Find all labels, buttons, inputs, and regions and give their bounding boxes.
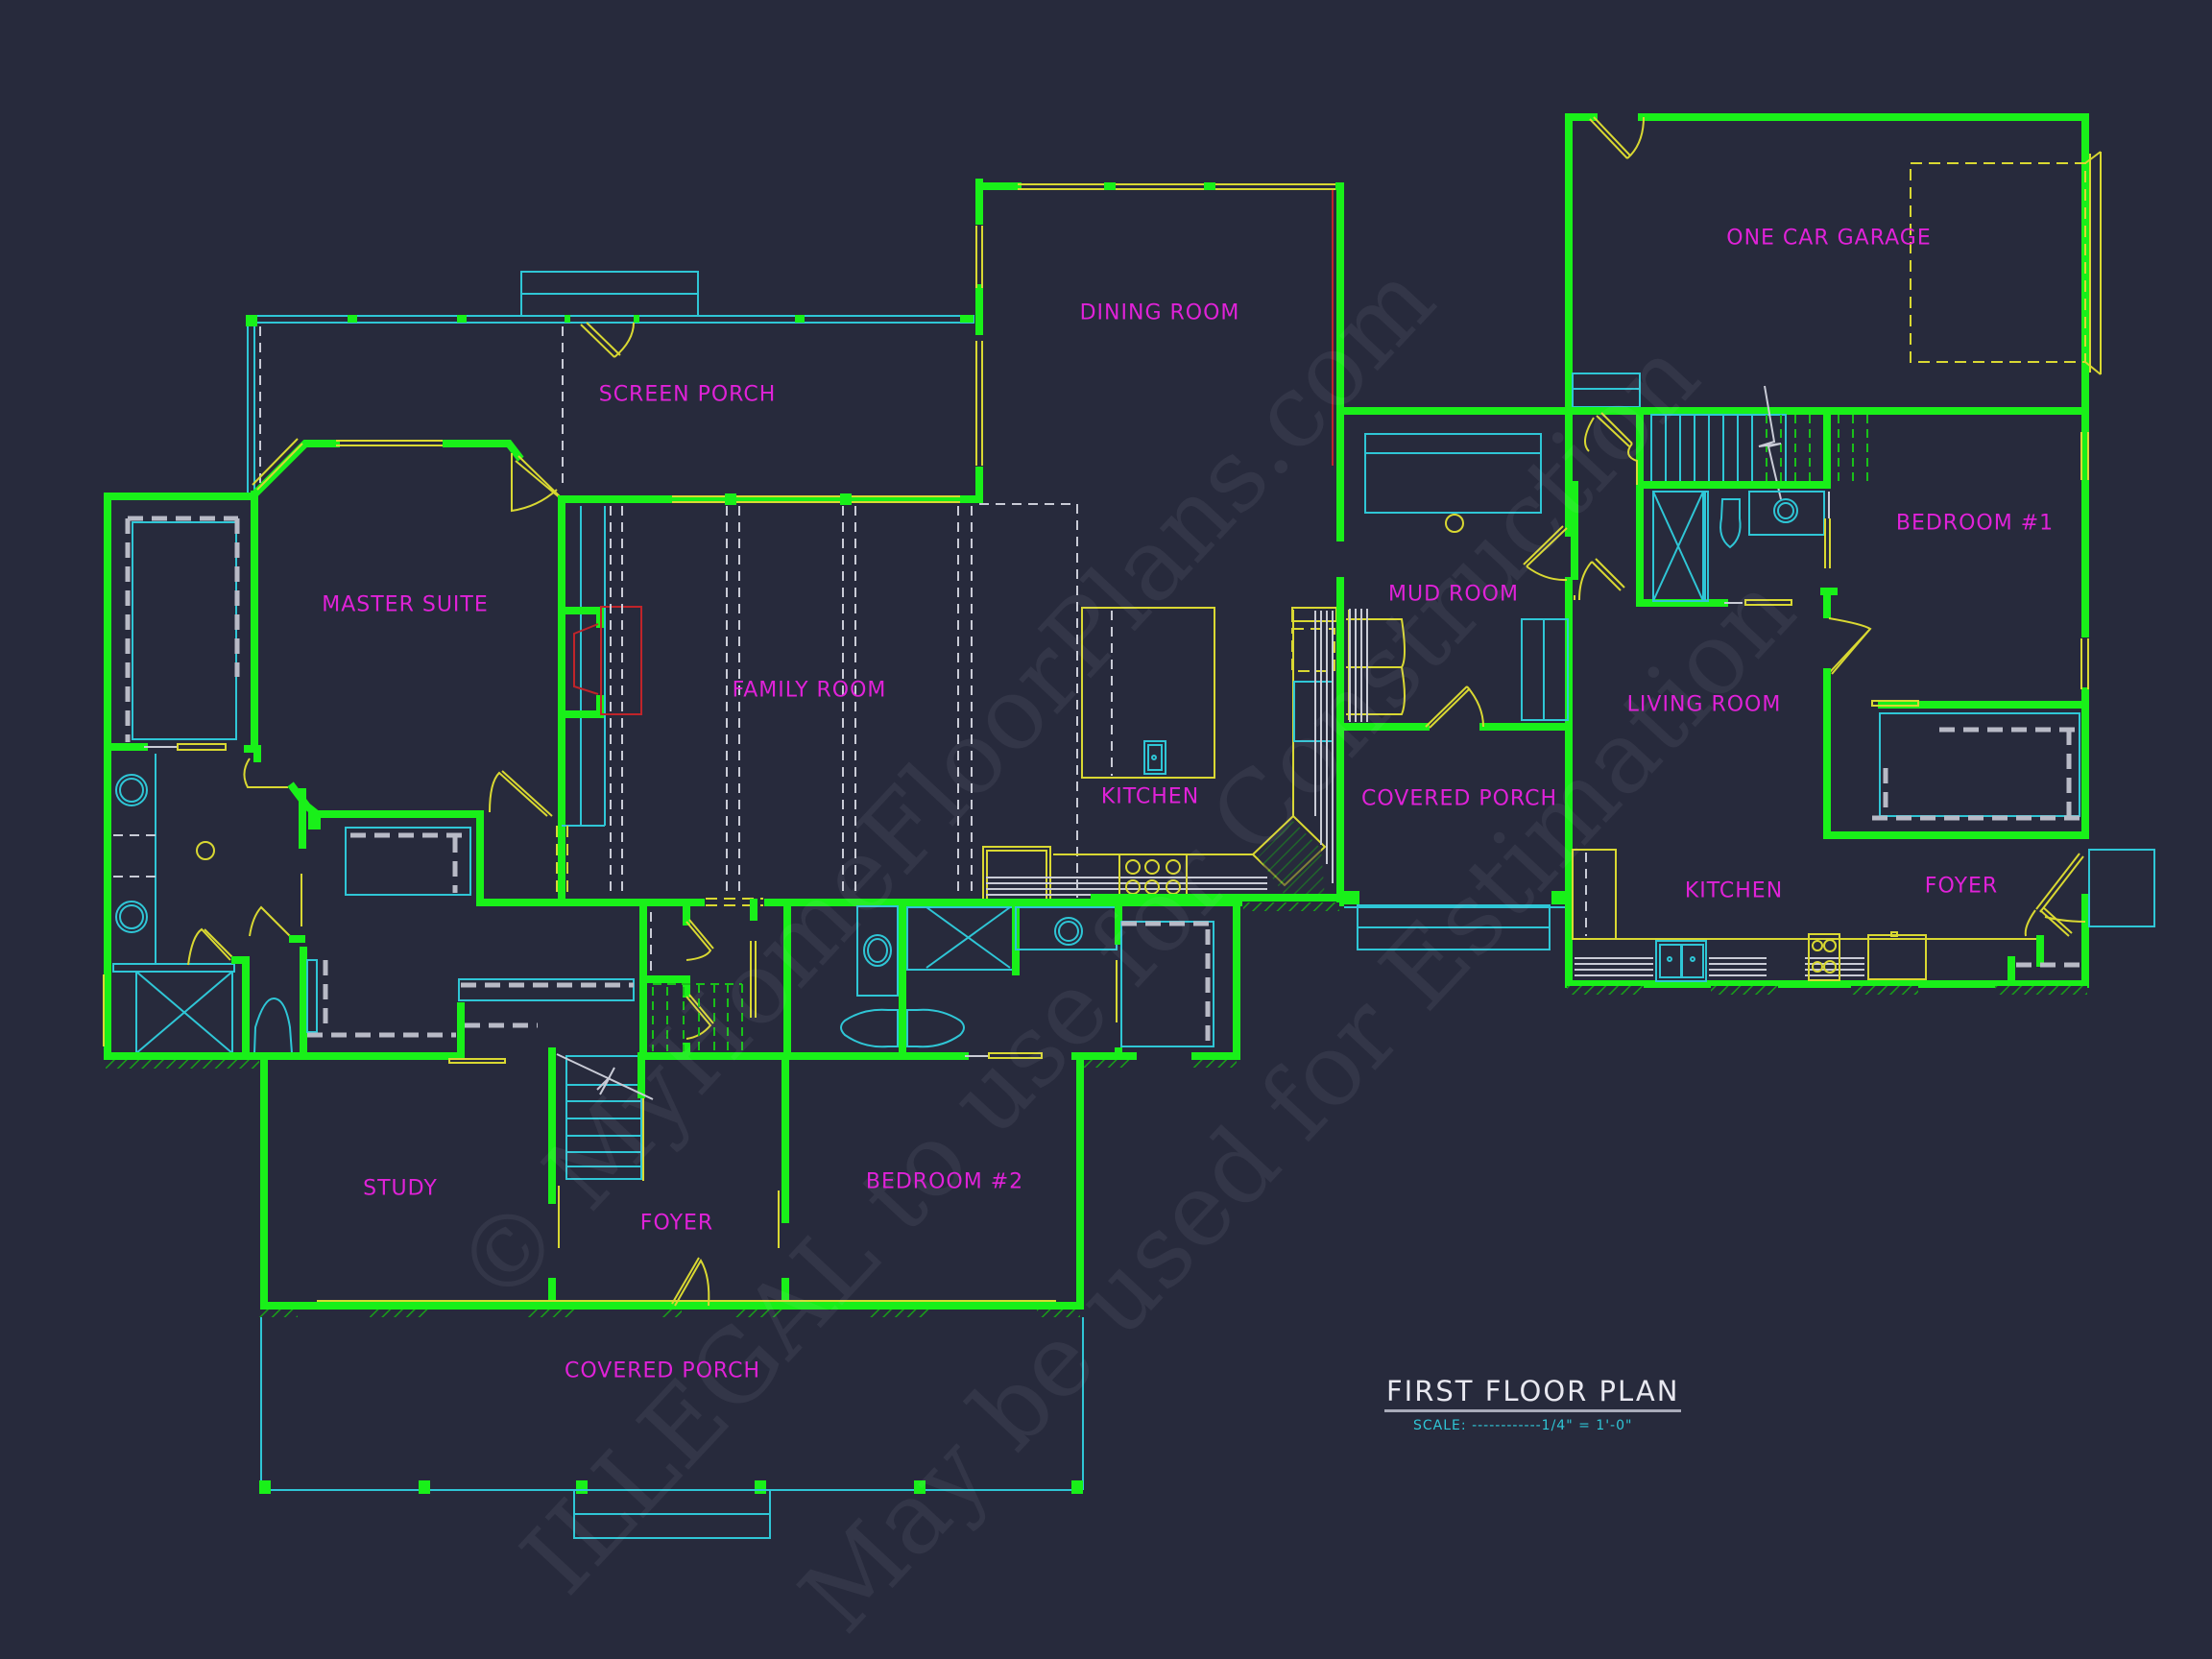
side-porch-steps — [1344, 891, 1569, 950]
room-label-dining-room: DINING ROOM — [1079, 301, 1240, 325]
room-label-foyer-main: FOYER — [639, 1211, 714, 1236]
room-label-one-car-garage: ONE CAR GARAGE — [1726, 226, 1932, 251]
center-bath-block — [476, 898, 1242, 1068]
room-label-bedroom-2: BEDROOM #2 — [865, 1169, 1024, 1194]
front-porch-structure — [259, 1317, 1084, 1539]
suite-walls — [1565, 385, 2155, 995]
drawing-scale: SCALE: ------------1/4" = 1'-0" — [1413, 1418, 1681, 1433]
room-label-covered-porch-front: COVERED PORCH — [564, 1358, 761, 1383]
room-label-kitchen-suite: KITCHEN — [1684, 878, 1784, 903]
title-block: FIRST FLOOR PLAN SCALE: ------------1/4"… — [1384, 1375, 1682, 1433]
master-suite-walls — [103, 438, 983, 1069]
room-label-screen-porch: SCREEN PORCH — [598, 382, 777, 407]
room-label-living-room: LIVING ROOM — [1626, 692, 1782, 717]
room-label-bedroom-1: BEDROOM #1 — [1895, 511, 2055, 536]
family-room-walls — [556, 495, 1078, 906]
room-label-master-suite: MASTER SUITE — [322, 592, 489, 617]
garage-walls — [1565, 113, 2102, 415]
room-label-kitchen-main: KITCHEN — [1100, 784, 1200, 809]
room-label-covered-porch-side: COVERED PORCH — [1360, 786, 1558, 811]
scale-value: ------------1/4" = 1'-0" — [1472, 1418, 1633, 1433]
room-label-foyer-suite: FOYER — [1924, 874, 1999, 899]
drawing-title: FIRST FLOOR PLAN — [1384, 1375, 1682, 1412]
screen-porch-structure — [246, 271, 974, 494]
room-label-family-room: FAMILY ROOM — [732, 678, 887, 703]
room-label-mud-room: MUD ROOM — [1388, 582, 1519, 607]
kitchen-main — [982, 591, 1344, 911]
front-block-walls — [259, 1047, 1084, 1317]
room-label-study: STUDY — [363, 1176, 438, 1201]
scale-label: SCALE: — [1413, 1418, 1467, 1433]
